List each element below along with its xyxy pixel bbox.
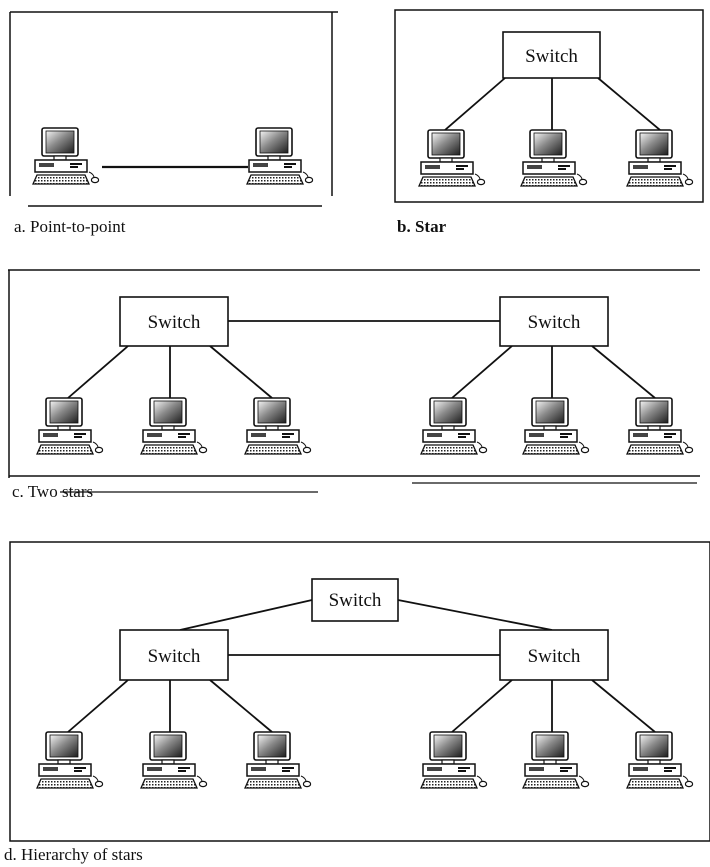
- switch-box-b: [502, 31, 601, 79]
- computer-icon: [420, 397, 488, 455]
- caption-star: b. Star: [397, 217, 447, 236]
- caption-hierarchy-of-stars: d. Hierarchy of stars: [4, 845, 143, 864]
- switch-box-c-right: [499, 296, 609, 347]
- caption-point-to-point: a. Point-to-point: [14, 217, 126, 236]
- computer-icon: [626, 129, 694, 187]
- switch-label: Switch: [329, 590, 382, 611]
- computer-icon: [246, 127, 314, 185]
- caption-two-stars: c. Two stars: [12, 482, 94, 501]
- computer-icon: [244, 397, 312, 455]
- computer-icon: [626, 397, 694, 455]
- computer-icon: [140, 397, 208, 455]
- two-stars-links: [67, 320, 656, 399]
- switch-label: Switch: [148, 646, 201, 667]
- computer-icon: [244, 731, 312, 789]
- panel-c-frame: [8, 269, 700, 493]
- switch-label: Switch: [525, 46, 578, 67]
- switch-label: Switch: [528, 312, 581, 333]
- computer-icon: [626, 731, 694, 789]
- computer-icon: [140, 731, 208, 789]
- switch-box-d-right: [499, 629, 609, 681]
- panel-d-frame: [9, 541, 710, 842]
- computer-icon: [418, 129, 486, 187]
- panel-a-frame: [9, 11, 338, 207]
- switch-box-c-left: [119, 296, 229, 347]
- computer-icon: [36, 731, 104, 789]
- panel-b-frame: [394, 9, 704, 203]
- computer-icon: [420, 731, 488, 789]
- switch-box-d-top: [311, 578, 399, 622]
- computer-icon: [522, 731, 590, 789]
- hierarchy-links: [67, 599, 656, 733]
- switch-box-d-left: [119, 629, 229, 681]
- computer-icon: [522, 397, 590, 455]
- computer-icon: [32, 127, 100, 185]
- computer-icon: [36, 397, 104, 455]
- star-links: [444, 77, 661, 131]
- switch-label: Switch: [148, 312, 201, 333]
- switch-label: Switch: [528, 646, 581, 667]
- computer-icon: [520, 129, 588, 187]
